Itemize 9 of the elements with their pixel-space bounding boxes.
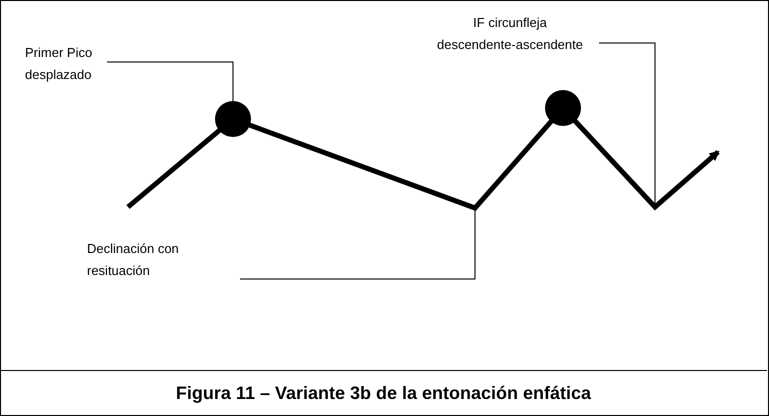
leader-line: [240, 210, 476, 280]
annotation-text: Primer Pico desplazado: [25, 42, 103, 86]
figure-caption: Figura 11 – Variante 3b de la entonación enfática: [176, 382, 592, 404]
peak-dot: [215, 101, 251, 137]
annotation-text: Declinación con resituación: [87, 238, 182, 282]
annotation-text: IF circunfleja descendente-ascendente: [425, 12, 595, 56]
leader-line: [106, 62, 234, 102]
peak-dot: [545, 90, 581, 126]
leader-line: [598, 42, 656, 206]
